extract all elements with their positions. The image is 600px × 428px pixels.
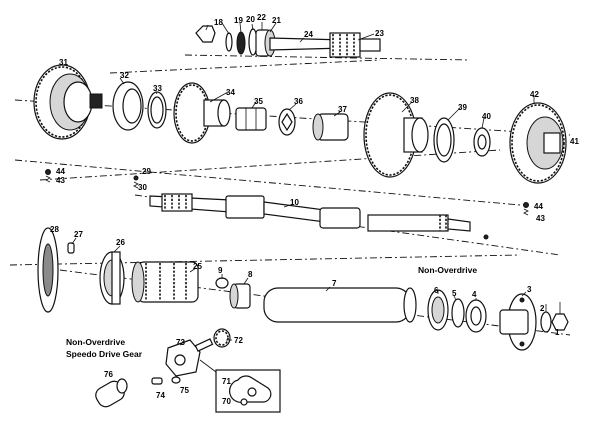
part-7-label: 7: [332, 279, 337, 288]
part-44-right-label: 44: [534, 202, 543, 211]
part-41-label: 41: [570, 137, 579, 146]
part-22-label: 22: [257, 13, 266, 22]
part-42-label: 42: [530, 90, 539, 99]
part-18-label: 18: [214, 18, 223, 27]
part-30-label: 30: [138, 183, 147, 192]
part-44-left-label: 44: [56, 167, 65, 176]
mainshaft: [133, 175, 489, 240]
part-70-label: 70: [222, 397, 231, 406]
leader-lines: [71, 22, 561, 346]
part-72-label: 72: [234, 336, 243, 345]
part-32-label: 32: [120, 71, 129, 80]
part-1-label: 1: [555, 328, 560, 337]
part-35-label: 35: [254, 97, 263, 106]
part-33-label: 33: [153, 84, 162, 93]
layshaft-group: [37, 227, 569, 351]
speedo-caption-line-2: Speedo Drive Gear: [66, 349, 143, 359]
part-71-label: 71: [222, 377, 231, 386]
part-26-label: 26: [116, 238, 125, 247]
part-5-label: 5: [452, 289, 457, 298]
part-75-label: 75: [180, 386, 189, 395]
main-drive-shaft-group: [195, 25, 381, 58]
part-25-label: 25: [193, 262, 202, 271]
part-23-label: 23: [375, 29, 384, 38]
part-29-label: 29: [142, 167, 151, 176]
part-40-label: 40: [482, 112, 491, 121]
part-43-right-label: 43: [536, 214, 545, 223]
part-3-label: 3: [527, 285, 532, 294]
non-overdrive-caption: Non-Overdrive: [418, 265, 477, 275]
part-36-label: 36: [294, 97, 303, 106]
part-28-label: 28: [50, 225, 59, 234]
captions: Non-Overdrive Non-Overdrive Speedo Drive…: [66, 265, 477, 359]
part-43-left-label: 43: [56, 176, 65, 185]
part-31-label: 31: [59, 58, 68, 67]
mainshaft-gear-row: [33, 64, 567, 216]
part-6-label: 6: [434, 286, 439, 295]
part-38-label: 38: [410, 96, 419, 105]
part-19-label: 19: [234, 16, 243, 25]
part-9-label: 9: [218, 266, 223, 275]
part-73-label: 73: [176, 338, 185, 347]
part-39-label: 39: [458, 103, 467, 112]
part-27-label: 27: [74, 230, 83, 239]
part-34-label: 34: [226, 88, 235, 97]
part-24-label: 24: [304, 30, 313, 39]
part-10-label: 10: [290, 198, 299, 207]
part-8-label: 8: [248, 270, 253, 279]
speedo-caption-line-1: Non-Overdrive: [66, 337, 125, 347]
part-21-label: 21: [272, 16, 281, 25]
part-2-label: 2: [540, 304, 545, 313]
speedo-drive-group: [95, 328, 281, 413]
part-callouts: 1 2 3 4 5 6 7 8 9 10 18 19 20 21 22 23 2…: [50, 13, 579, 406]
part-76-label: 76: [104, 370, 113, 379]
part-20-label: 20: [246, 15, 255, 24]
part-74-label: 74: [156, 391, 165, 400]
part-37-label: 37: [338, 105, 347, 114]
part-4-label: 4: [472, 290, 477, 299]
